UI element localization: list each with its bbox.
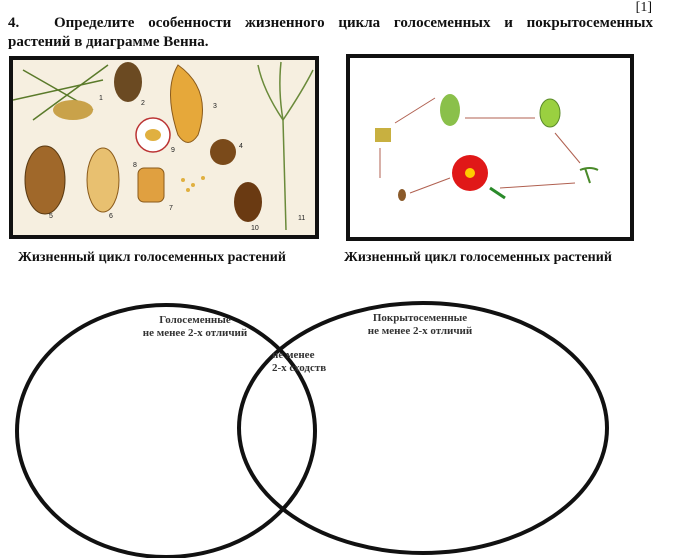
label-4: 4 [239,143,243,150]
venn-left-title: Голосеменные [159,314,231,326]
points-mark: [1] [635,0,652,15]
label-5: 5 [49,213,53,220]
angiosperm-cycle-image [346,54,634,241]
gymnosperm-circle [15,303,317,558]
label-7: 7 [169,205,173,212]
label-2: 2 [141,100,145,107]
label-3: 3 [213,103,217,110]
angiosperm-caption: Жизненный цикл голосеменных растений [344,250,612,265]
label-6: 6 [109,213,113,220]
label-11: 11 [298,215,305,222]
label-10: 10 [251,225,259,232]
label-1: 1 [99,95,103,102]
venn-left-subtitle: не менее 2-х отличий [142,327,248,339]
gymnosperm-caption: Жизненный цикл голосеменных растений [18,250,286,265]
question-text: Определите особенности жизненного цикла … [8,15,653,50]
label-9: 9 [171,147,175,154]
venn-right-subtitle: не менее 2-х отличий [367,325,473,337]
venn-overlap-line1: не менее [272,349,315,361]
question-number: 4. [8,15,20,31]
gymnosperm-cycle-image: 1 2 3 4 5 6 7 8 9 10 11 [9,56,319,239]
venn-right-title: Покрытосеменные [372,312,468,324]
venn-overlap-line2: 2-х сходств [272,362,327,374]
angiosperm-circle [237,301,609,555]
venn-diagram [15,301,609,558]
label-8: 8 [133,162,137,169]
question: 4.Определите особенности жизненного цикл… [8,14,653,52]
